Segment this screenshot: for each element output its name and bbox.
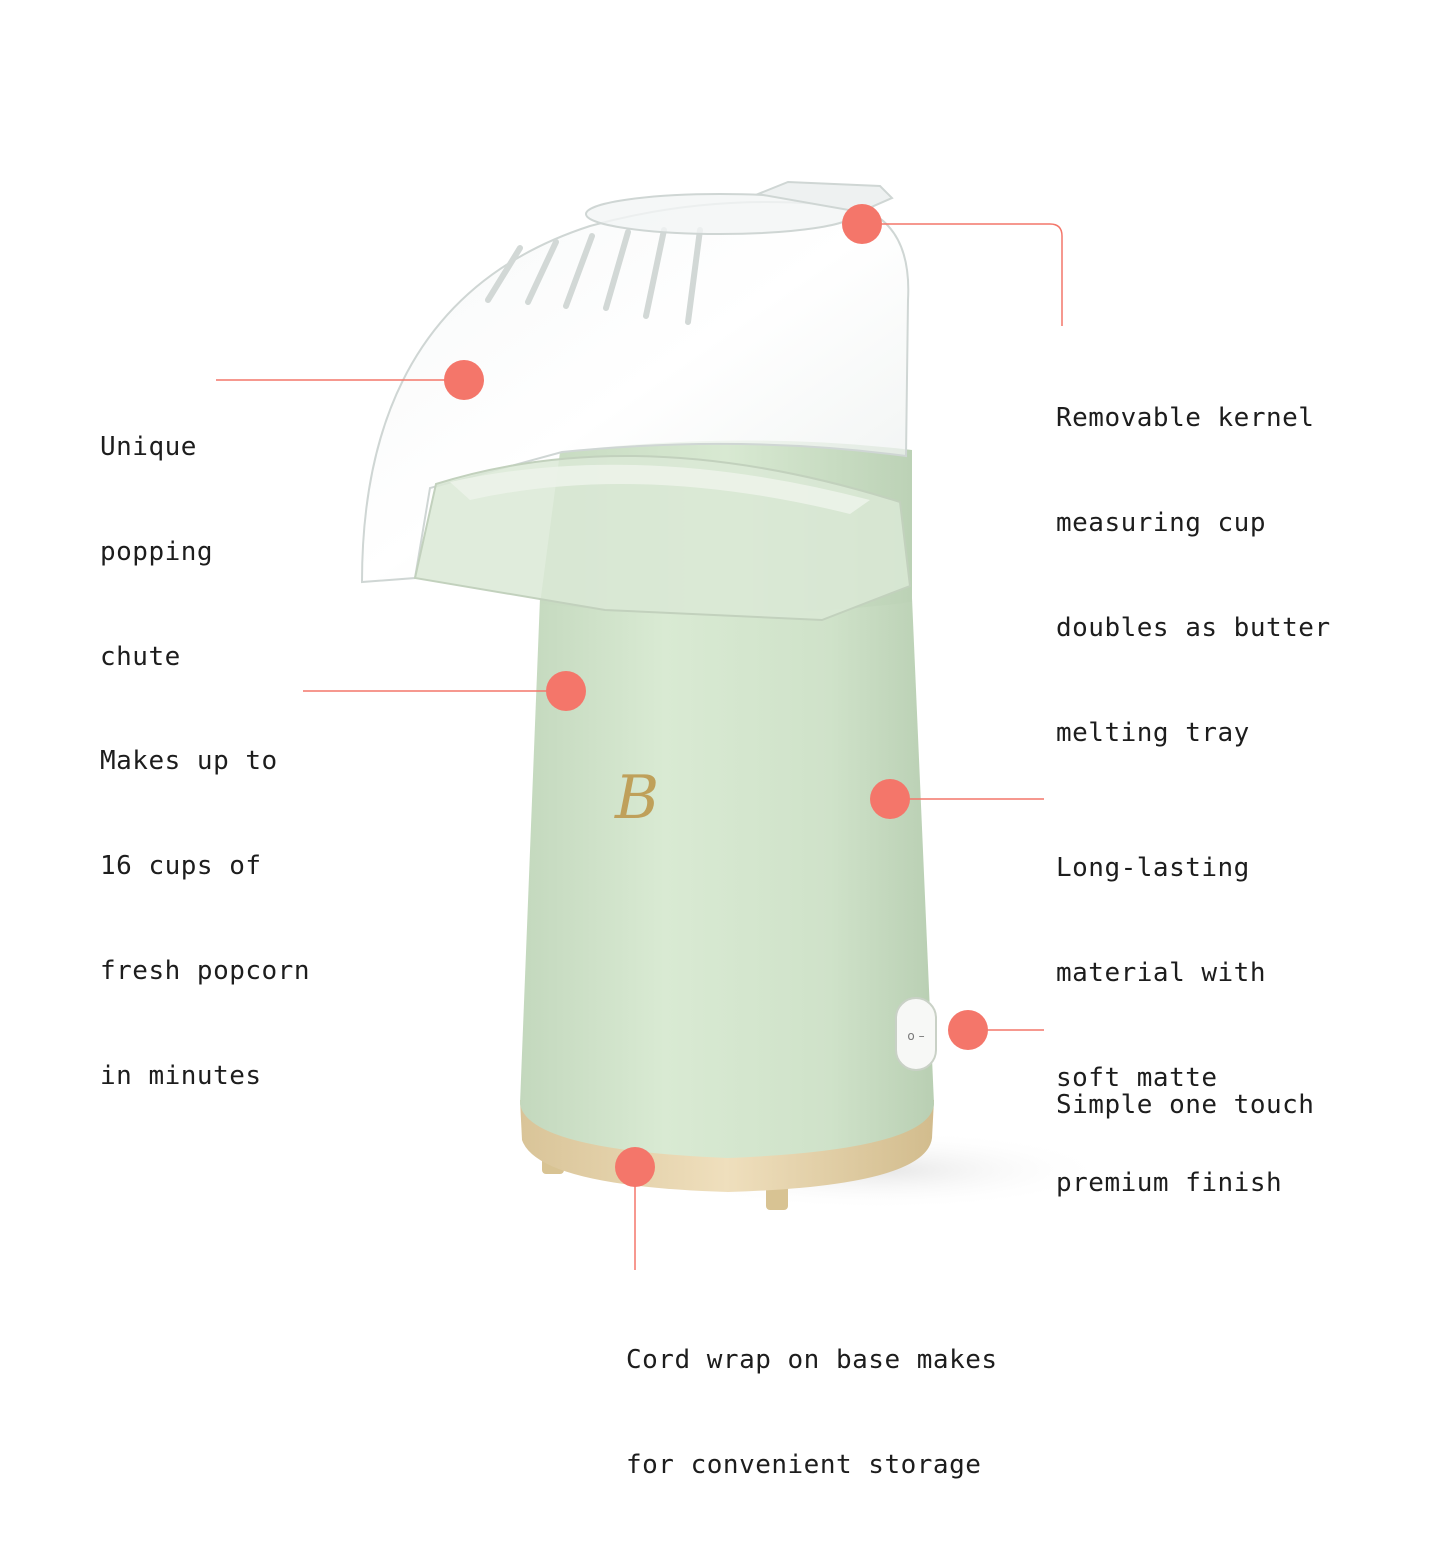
callout-line: for convenient storage bbox=[626, 1450, 982, 1480]
callout-line: Makes up to bbox=[100, 746, 278, 776]
callout-line: Removable kernel bbox=[1056, 403, 1315, 433]
callout-line: popping bbox=[100, 537, 214, 567]
callout-line: measuring cup bbox=[1056, 508, 1266, 538]
main-body bbox=[520, 598, 934, 1158]
callout-line: melting tray bbox=[1056, 718, 1250, 748]
callout-chute: Unique popping chute bbox=[100, 360, 213, 745]
power-switch bbox=[895, 997, 937, 1071]
callout-matte-finish: Long-lasting material with soft matte pr… bbox=[1056, 781, 1282, 1271]
callout-line: doubles as butter bbox=[1056, 613, 1331, 643]
callout-line: Unique bbox=[100, 432, 197, 462]
dot-measuring-cup bbox=[842, 204, 882, 244]
callout-one-touch: Simple one touch bbox=[1056, 1018, 1314, 1193]
dot-touch bbox=[948, 1010, 988, 1050]
dot-matte bbox=[870, 779, 910, 819]
switch-marks: o – bbox=[907, 1029, 924, 1043]
callout-line: chute bbox=[100, 642, 181, 672]
callout-dots bbox=[444, 204, 988, 1187]
callout-cups: Makes up to 16 cups of fresh popcorn in … bbox=[100, 674, 310, 1164]
callout-line: 16 cups of bbox=[100, 851, 262, 881]
brand-logo: B bbox=[614, 763, 659, 833]
callout-line: fresh popcorn bbox=[100, 956, 310, 986]
chute-lip-inner bbox=[450, 464, 870, 514]
callout-cord-wrap: Cord wrap on base makes for convenient s… bbox=[626, 1273, 998, 1553]
product-infographic: o – B bbox=[100, 180, 1331, 1480]
dot-chute bbox=[444, 360, 484, 400]
dome-vents bbox=[485, 227, 703, 325]
callout-line: material with bbox=[1056, 958, 1266, 988]
callout-line: Simple one touch bbox=[1056, 1090, 1315, 1120]
callout-measuring-cup: Removable kernel measuring cup doubles a… bbox=[1056, 331, 1331, 821]
callout-line: Cord wrap on base makes bbox=[626, 1345, 998, 1375]
dot-cord bbox=[615, 1147, 655, 1187]
popcorn-maker-illustration: o – B bbox=[216, 180, 1110, 1270]
dot-cups bbox=[546, 671, 586, 711]
callout-line: in minutes bbox=[100, 1061, 262, 1091]
callout-line: premium finish bbox=[1056, 1168, 1283, 1198]
callout-line: soft matte bbox=[1056, 1063, 1218, 1093]
callout-line: Long-lasting bbox=[1056, 853, 1250, 883]
